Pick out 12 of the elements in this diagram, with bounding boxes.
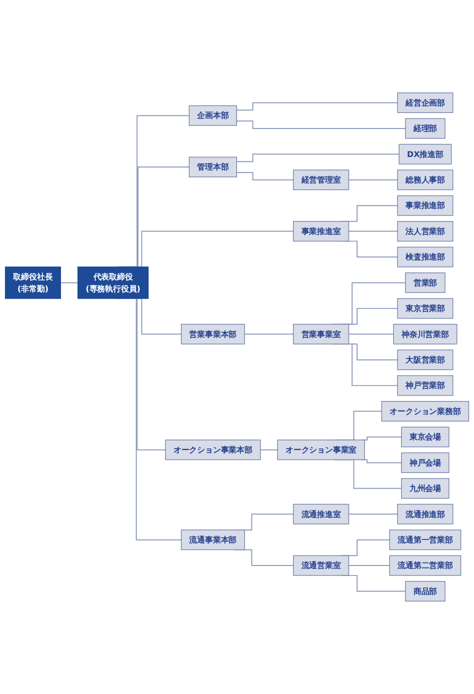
connector — [348, 230, 398, 232]
connector — [60, 282, 78, 284]
connector — [348, 514, 398, 515]
connector — [236, 172, 294, 180]
connector — [348, 565, 390, 566]
connector — [236, 120, 406, 129]
connector — [236, 102, 398, 111]
connector — [236, 154, 400, 162]
connector — [260, 449, 278, 450]
connector — [348, 179, 398, 180]
connector — [244, 334, 294, 335]
connector — [348, 334, 394, 335]
